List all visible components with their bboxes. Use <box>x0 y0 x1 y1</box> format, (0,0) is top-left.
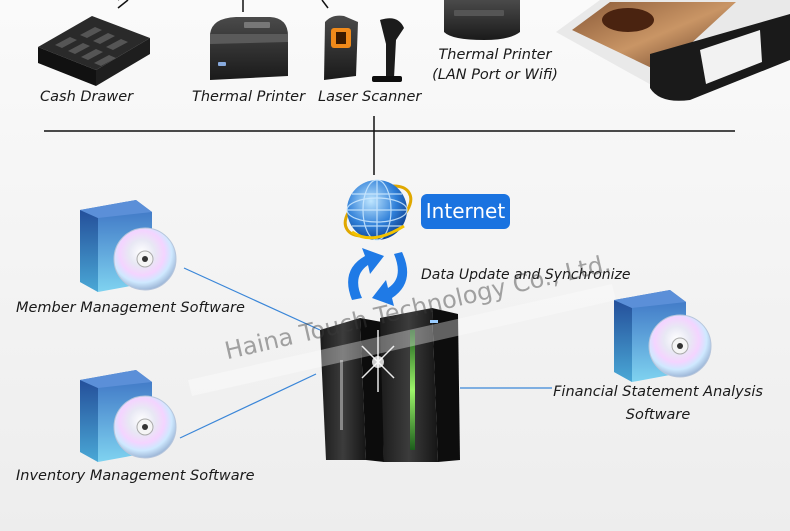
cash-drawer-icon <box>38 16 150 86</box>
sync-arrows-icon <box>348 248 408 306</box>
lan-thermal-printer-label: Thermal Printer (LAN Port or Wifi) <box>430 47 560 83</box>
sync-label: Data Update and Synchronize <box>421 267 631 283</box>
device-connector-lines <box>117 0 329 12</box>
laser-scanner-icon <box>324 15 404 82</box>
member-software-label: Member Management Software <box>16 300 245 316</box>
internet-badge: Internet <box>421 194 510 229</box>
lan-thermal-printer-label-line1: Thermal Printer <box>438 47 552 63</box>
laser-scanner-label: Laser Scanner <box>318 89 422 105</box>
software-connector-lines <box>179 267 552 439</box>
cash-drawer-label: Cash Drawer <box>40 89 134 105</box>
lan-thermal-printer-label-line2: (LAN Port or Wifi) <box>432 67 558 83</box>
financial-software-label-line2: Software <box>625 407 691 423</box>
thermal-printer-label: Thermal Printer <box>192 89 306 105</box>
member-software-box-icon <box>80 200 177 292</box>
financial-software-box-icon <box>614 290 712 382</box>
inventory-software-label: Inventory Management Software <box>16 468 255 484</box>
inventory-software-box-icon <box>80 370 177 462</box>
thermal-printer-icon <box>210 17 288 80</box>
lan-thermal-printer-icon <box>444 0 520 40</box>
financial-software-label-line1: Financial Statement Analysis <box>553 384 763 400</box>
server-rack-icon <box>320 308 460 462</box>
pos-terminal-icon <box>556 0 790 101</box>
financial-software-label: Financial Statement Analysis Software <box>552 384 764 423</box>
watermark-band <box>188 284 616 396</box>
internet-globe-icon <box>343 179 413 241</box>
